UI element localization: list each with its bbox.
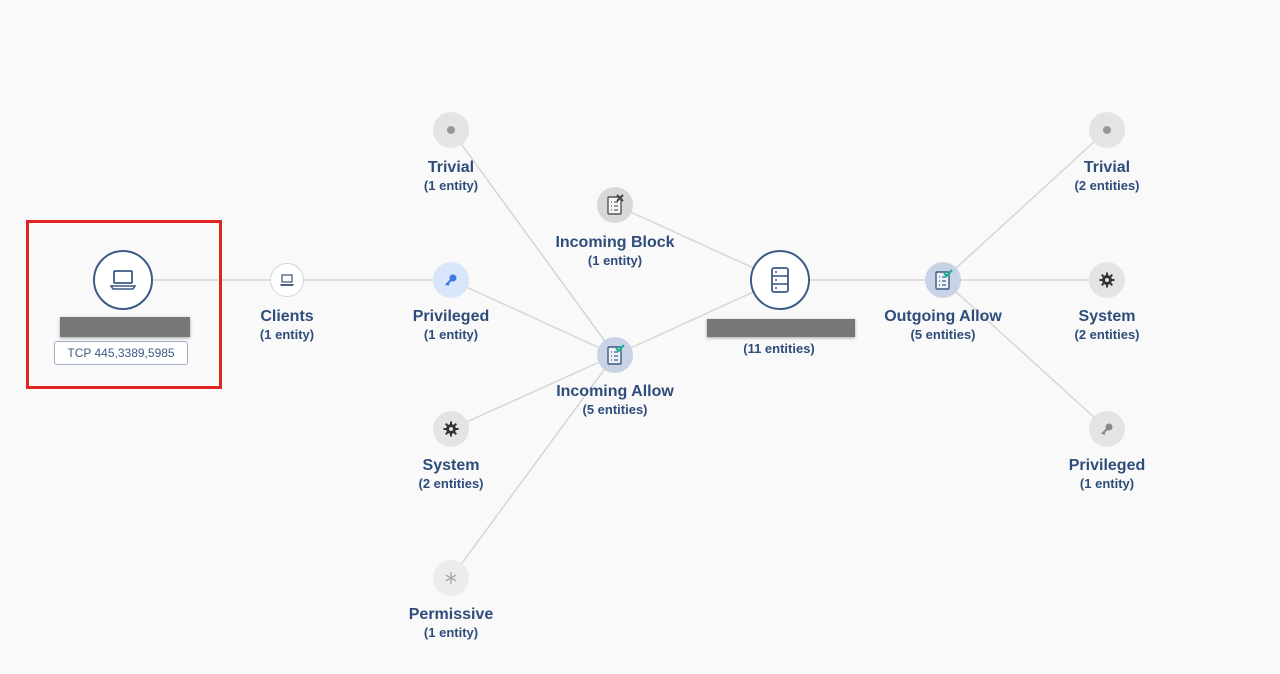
trivial-out-title: Trivial [1083, 159, 1131, 176]
label-outgoing-allow: Outgoing Allow (5 entities) [884, 307, 1002, 343]
system-out-title: System [1078, 308, 1136, 325]
edge-outgoing-privileged [942, 279, 1108, 430]
clients-title: Clients [260, 308, 314, 325]
clients-count: (1 entity) [259, 327, 315, 342]
node-system-in[interactable] [433, 411, 469, 447]
trivial-in-count: (1 entity) [423, 178, 479, 193]
privileged-in-title: Privileged [412, 308, 490, 325]
system-out-count: (2 entities) [1074, 327, 1140, 342]
label-incoming-allow: Incoming Allow (5 entities) [556, 382, 674, 418]
trivial-out-count: (2 entities) [1074, 178, 1140, 193]
label-incoming-block: Incoming Block (1 entity) [555, 233, 674, 269]
laptop-icon [109, 269, 137, 291]
node-permissive[interactable] [433, 560, 469, 596]
dot-icon [1102, 125, 1112, 135]
checklist-allowed-icon [605, 344, 625, 366]
checklist-allowed-icon [933, 269, 953, 291]
label-trivial-in: Trivial (1 entity) [424, 158, 478, 194]
system-in-count: (2 entities) [418, 476, 484, 491]
key-icon [443, 272, 459, 288]
label-trivial-out: Trivial (2 entities) [1074, 158, 1139, 194]
label-system-in: System (2 entities) [418, 456, 483, 492]
incoming-allow-title: Incoming Allow [556, 383, 674, 400]
gear-icon [443, 421, 459, 437]
edge-outgoing-trivial [942, 129, 1108, 281]
incoming-allow-count: (5 entities) [582, 402, 648, 417]
node-incoming-block[interactable] [597, 187, 633, 223]
target-node[interactable] [750, 250, 810, 310]
label-privileged-out: Privileged (1 entity) [1069, 456, 1145, 492]
selection-highlight [26, 220, 222, 389]
label-privileged-in: Privileged (1 entity) [413, 307, 489, 343]
node-trivial-out[interactable] [1089, 112, 1125, 148]
dot-icon [446, 125, 456, 135]
redacted-target-name [707, 319, 855, 337]
asterisk-icon [443, 570, 459, 586]
label-system-out: System (2 entities) [1074, 307, 1139, 343]
permissive-count: (1 entity) [423, 625, 479, 640]
label-target: (11 entities) [743, 340, 815, 357]
target-count: (11 entities) [743, 341, 815, 356]
incoming-block-count: (1 entity) [587, 253, 643, 268]
node-privileged-in[interactable] [433, 262, 469, 298]
node-privileged-out[interactable] [1089, 411, 1125, 447]
server-icon [770, 266, 790, 294]
node-outgoing-allow[interactable] [925, 262, 961, 298]
privileged-out-count: (1 entity) [1079, 476, 1135, 491]
node-incoming-allow[interactable] [597, 337, 633, 373]
edge-privileged-incoming-allow [450, 279, 616, 356]
node-system-out[interactable] [1089, 262, 1125, 298]
gear-icon [1099, 272, 1115, 288]
label-permissive: Permissive (1 entity) [409, 605, 494, 641]
node-clients[interactable] [270, 263, 304, 297]
laptop-icon [279, 273, 295, 287]
privileged-out-title: Privileged [1068, 457, 1146, 474]
system-in-title: System [422, 457, 480, 474]
edge-system-incoming-allow [450, 354, 616, 430]
edge-permissive-incoming-allow [450, 354, 616, 579]
outgoing-allow-title: Outgoing Allow [884, 308, 1002, 325]
redacted-source-name [60, 317, 190, 337]
checklist-blocked-icon [605, 194, 625, 216]
key-icon [1099, 421, 1115, 437]
privileged-in-count: (1 entity) [423, 327, 479, 342]
node-trivial-in[interactable] [433, 112, 469, 148]
ports-badge: TCP 445,3389,5985 [54, 341, 188, 365]
outgoing-allow-count: (5 entities) [910, 327, 976, 342]
permissive-title: Permissive [408, 606, 494, 623]
trivial-in-title: Trivial [427, 159, 475, 176]
incoming-block-title: Incoming Block [555, 234, 675, 251]
edge-trivial-incoming-allow [450, 129, 616, 356]
label-clients: Clients (1 entity) [260, 307, 314, 343]
source-node[interactable] [93, 250, 153, 310]
